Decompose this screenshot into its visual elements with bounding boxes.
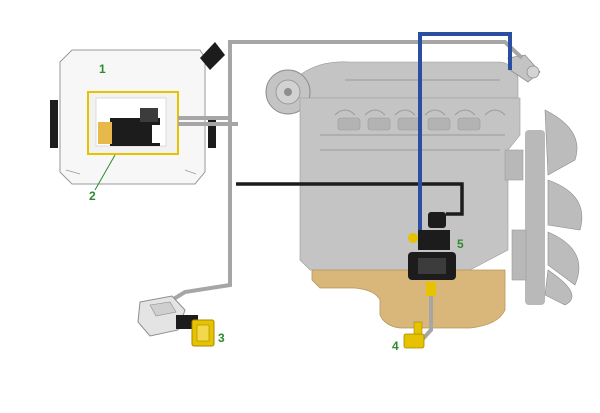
callout-5: 5: [457, 237, 464, 251]
pulley-icon: [265, 69, 311, 115]
callout-4: 4: [392, 339, 399, 353]
callout-1: 1: [99, 62, 106, 76]
callout-2: 2: [89, 189, 96, 203]
engine-block: [265, 54, 583, 306]
fan-icon: [525, 109, 583, 306]
oil-sump: [311, 269, 506, 329]
black-control-line: [236, 182, 464, 216]
drain-valve: [403, 321, 425, 349]
callout-3: 3: [218, 331, 225, 345]
blue-oil-line: [418, 32, 512, 246]
control-unit: [50, 42, 225, 185]
push-button-switch: [137, 295, 215, 347]
oil-level-sensor: [408, 212, 456, 296]
callout-2-leader: [94, 154, 116, 191]
